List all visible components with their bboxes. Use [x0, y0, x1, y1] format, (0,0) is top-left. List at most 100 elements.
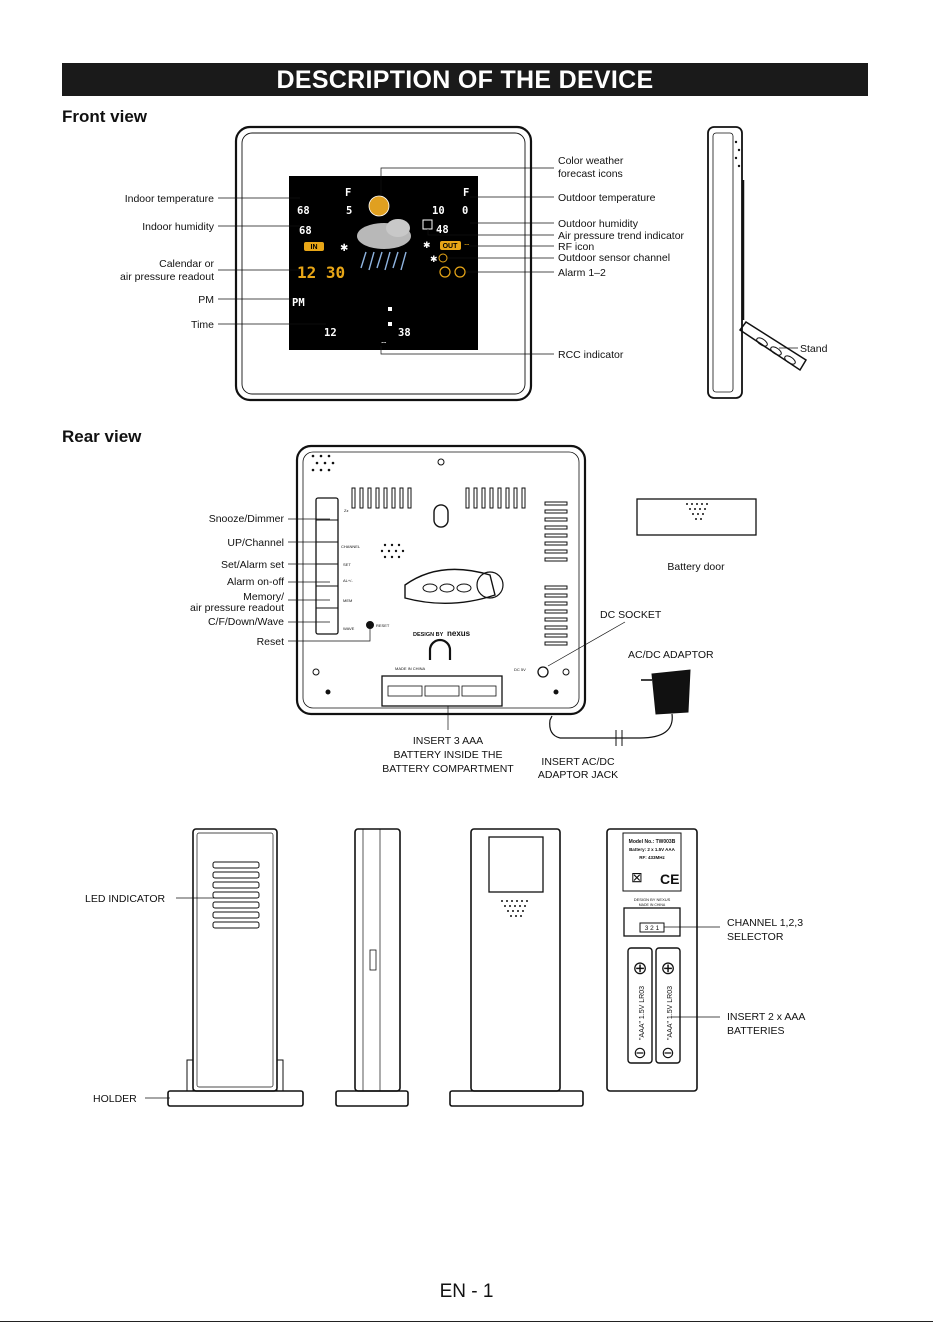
label-alarm-onoff: Alarm on-off	[227, 576, 284, 588]
sun-icon	[368, 195, 390, 217]
battery-2	[655, 947, 681, 1064]
label-outdoor-temperature: Outdoor temperature	[558, 192, 656, 204]
button-tag-memory: MEM	[343, 598, 352, 603]
dc-socket	[537, 666, 549, 678]
sensor-front	[167, 828, 304, 1107]
label-insert2-line1: INSERT 2 x AAA	[727, 1011, 805, 1023]
lcd-pm: PM	[292, 297, 305, 309]
label-indoor-temperature: Indoor temperature	[125, 193, 214, 205]
label-reset: Reset	[257, 636, 285, 648]
weee-bin-icon: ⊠	[631, 869, 643, 885]
label-pm: PM	[198, 294, 214, 306]
plate-battery: Battery: 2 x 1.5V AAA	[629, 847, 676, 852]
front-leader-lines	[218, 167, 798, 355]
battery-door	[636, 498, 757, 536]
brand-logo: nexus	[447, 629, 471, 638]
pressure-trend-icon	[422, 219, 433, 230]
label-insert-aaa-2: BATTERY INSIDE THE	[394, 749, 503, 761]
dc-tag: DC 5V	[514, 667, 526, 672]
label-insert2-line2: BATTERIES	[727, 1025, 785, 1037]
alarm-1-icon	[439, 266, 451, 278]
rear-leader-lines	[288, 518, 626, 730]
battery-compartment	[381, 675, 503, 707]
rear-device	[295, 444, 587, 716]
rcc-signal-icon: ⌔	[380, 340, 388, 349]
label-dc-socket: DC SOCKET	[600, 609, 662, 621]
side-view	[707, 126, 808, 399]
label-weather-line2: forecast icons	[558, 168, 623, 180]
label-memory-line2: air pressure readout	[190, 602, 284, 614]
label-calendar-line2: air pressure readout	[120, 271, 214, 283]
plate-made-in: MADE IN CHINA	[639, 903, 666, 907]
plus-icon: ⊕	[632, 958, 647, 978]
out-badge	[440, 241, 461, 250]
label-air-pressure-trend: Air pressure trend indicator	[558, 230, 685, 242]
battery-lock	[428, 638, 452, 660]
sensor-back	[449, 828, 584, 1107]
front-device: 68 F 5 68 IN ✱ 10 F 0 48 ✱ OUT ⌔ ✱ 12 30…	[234, 125, 533, 402]
battery-2-text: "AAA" 1.5V LR03	[667, 986, 674, 1040]
reset-tag: RESET	[376, 623, 390, 628]
button-tag-set: SET	[343, 562, 351, 567]
lcd-calendar: 12 30	[297, 263, 345, 282]
ce-mark: CE	[660, 871, 679, 887]
snowflake-icon: ✱	[340, 243, 348, 254]
label-weather-line1: Color weather	[558, 155, 624, 167]
front-view-heading: Front view	[62, 107, 148, 126]
label-stand: Stand	[800, 343, 828, 355]
rear-vent-right	[465, 487, 526, 509]
plate-model: Model No.: TW003B	[629, 839, 676, 845]
made-in-china: MADE IN CHINA	[395, 666, 426, 671]
rear-view-heading: Rear view	[62, 427, 142, 446]
acdc-adaptor	[549, 669, 691, 746]
label-rcc-indicator: RCC indicator	[558, 349, 624, 361]
in-badge-label: IN	[311, 244, 318, 251]
battery-1	[627, 947, 653, 1064]
label-set-alarm: Set/Alarm set	[221, 559, 284, 571]
bottom-rule	[0, 1321, 933, 1322]
channel-digits: 3 2 1	[645, 925, 660, 932]
label-holder: HOLDER	[93, 1093, 137, 1105]
rain-icon	[360, 251, 407, 271]
design-by-text: DESIGN BY	[413, 632, 444, 638]
channel-switch	[639, 922, 665, 933]
label-led-indicator: LED INDICATOR	[85, 893, 166, 905]
plate-design-by: DESIGN BY NEXUS	[634, 897, 671, 902]
sensor-side	[335, 828, 409, 1107]
lcd-outdoor-temp: 10	[432, 205, 445, 217]
sensor-leader-lines	[145, 897, 720, 1099]
button-panel	[315, 497, 339, 635]
label-insert-aaa-3: BATTERY COMPARTMENT	[382, 763, 514, 775]
label-outdoor-sensor-channel: Outdoor sensor channel	[558, 252, 670, 264]
label-time: Time	[191, 319, 214, 331]
label-outdoor-humidity: Outdoor humidity	[558, 218, 639, 230]
lcd-indoor-humidity: 68	[299, 225, 312, 237]
page-number: EN - 1	[439, 1281, 494, 1302]
lcd-outdoor-decimal: 0	[462, 205, 468, 217]
label-channel-line1: CHANNEL 1,2,3	[727, 917, 803, 929]
label-insert-aaa-1: INSERT 3 AAA	[413, 735, 483, 747]
label-channel-line2: SELECTOR	[727, 931, 784, 943]
lcd-outdoor-unit: F	[463, 187, 469, 199]
label-adaptor-jack-1: INSERT AC/DC	[541, 756, 615, 768]
battery-1-text: "AAA" 1.5V LR03	[639, 986, 646, 1040]
lcd-indoor-temp: 68	[297, 205, 310, 217]
lcd-outdoor-humidity: 48	[436, 224, 449, 236]
page-title: DESCRIPTION OF THE DEVICE	[62, 63, 868, 96]
label-calendar-line1: Calendar or	[159, 258, 214, 270]
label-snooze: Snooze/Dimmer	[209, 513, 285, 525]
minus-icon-2: ⊖	[661, 1045, 674, 1062]
rf-signal-icon: ⌔	[463, 242, 471, 251]
label-cf-down: C/F/Down/Wave	[208, 616, 284, 628]
lcd-indoor-unit: F	[345, 187, 351, 199]
label-up-channel: UP/Channel	[227, 537, 284, 549]
snowflake-icon-2: ✱	[423, 240, 431, 250]
lcd-indoor-decimal: 5	[346, 205, 352, 217]
label-acdc-adaptor: AC/DC ADAPTOR	[628, 649, 714, 661]
label-rf-icon: RF icon	[558, 241, 594, 253]
rear-vent-side	[544, 501, 568, 646]
button-tag-channel: CHANNEL	[341, 544, 361, 549]
sensor-open: ⊕ ⊕ ⊖ ⊖	[606, 828, 698, 1092]
label-memory-line1: Memory/	[243, 591, 284, 603]
